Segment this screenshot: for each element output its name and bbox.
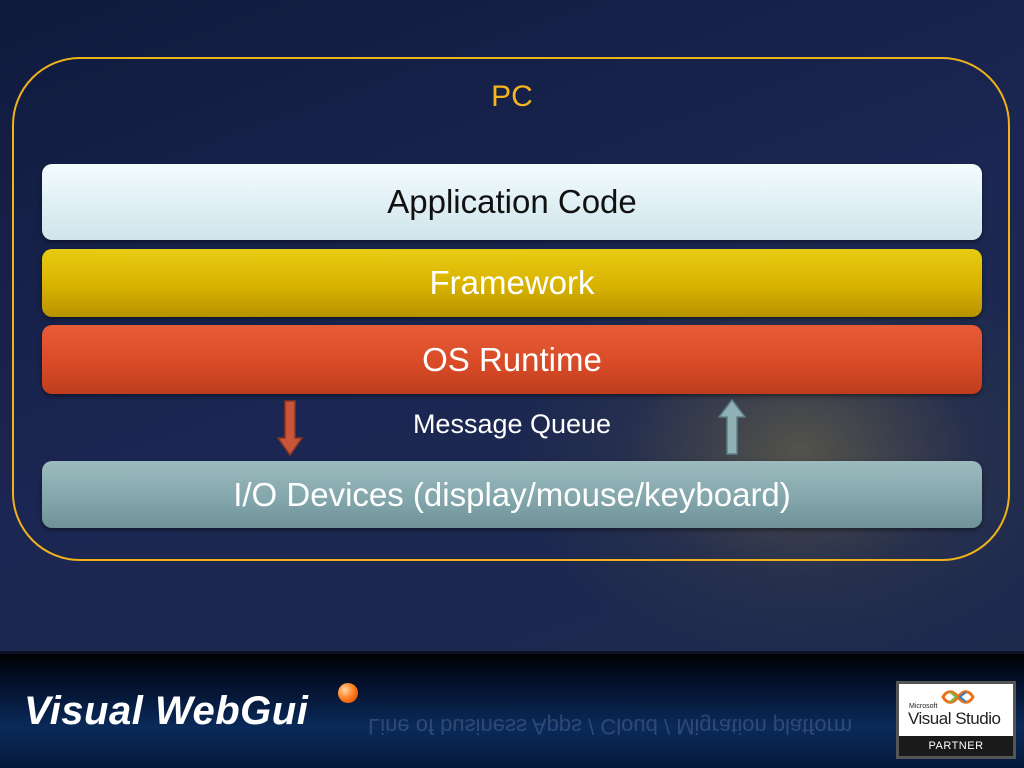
io-devices-label: I/O Devices (display/mouse/keyboard) [233,475,791,513]
pc-container-frame [12,57,1010,561]
visual-studio-partner-badge: Microsoft Visual Studio PARTNER [896,681,1016,759]
partner-label: PARTNER [899,736,1013,756]
tagline-reflection: Line of business Apps / Cloud / Migratio… [368,714,853,739]
os-runtime-layer: OS Runtime [42,325,982,394]
microsoft-label: Microsoft [909,703,938,710]
application-code-layer: Application Code [42,164,982,240]
arrow-down-icon [276,400,304,461]
arrow-up-icon [717,398,747,460]
footer-banner: Visual WebGui Line of business Apps / Cl… [0,651,1024,768]
framework-label: Framework [429,264,595,301]
application-code-label: Application Code [387,183,637,220]
brand-logo-dot [338,683,358,703]
pc-container-label: PC [491,80,533,113]
framework-layer: Framework [42,249,982,317]
visual-studio-label: Visual Studio [908,709,1001,728]
brand-logo-text: Visual WebGui [24,689,309,733]
io-devices-layer: I/O Devices (display/mouse/keyboard) [42,461,982,528]
os-runtime-label: OS Runtime [422,340,602,378]
message-queue-label: Message Queue [412,409,612,439]
visual-studio-logo-icon [941,689,975,710]
